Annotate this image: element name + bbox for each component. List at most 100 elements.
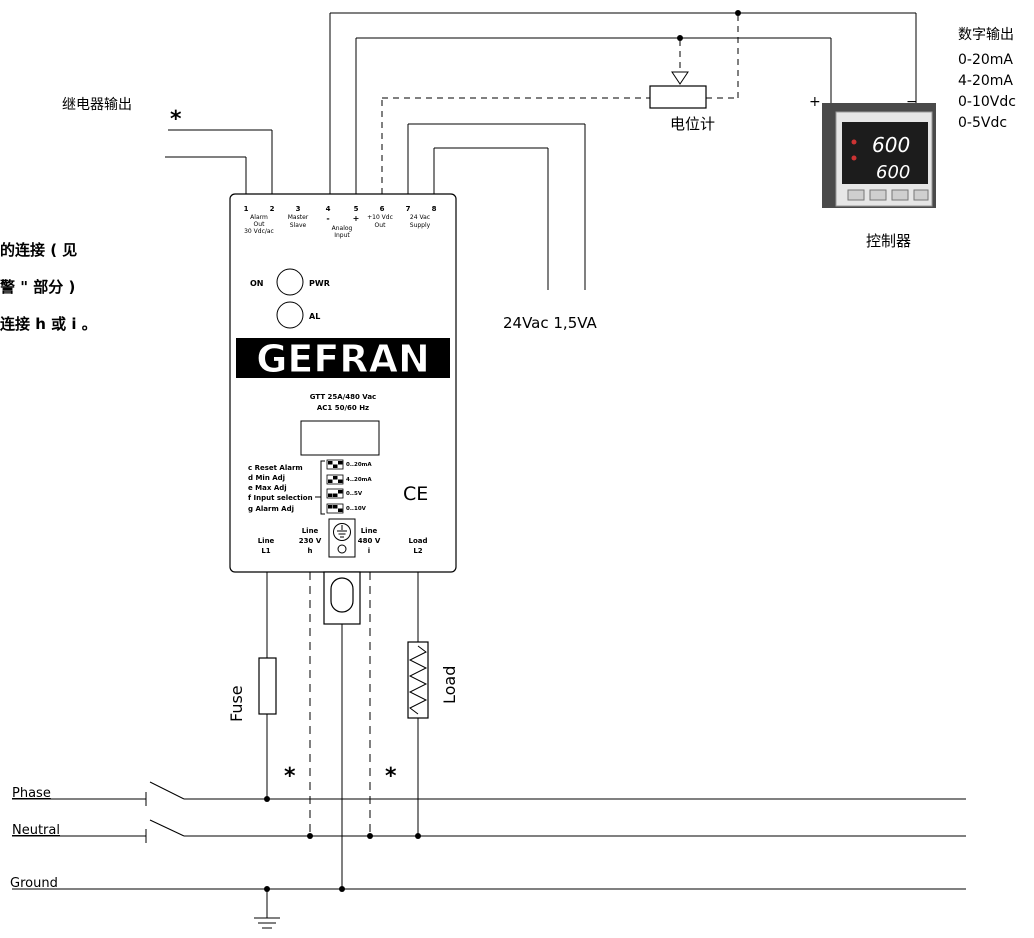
potentiometer <box>649 71 707 109</box>
ce-mark: CE <box>403 483 428 505</box>
junction-dot <box>264 886 270 892</box>
dip-switch-lever <box>338 461 343 465</box>
fuse-label: Fuse <box>227 685 246 722</box>
fuse-symbol <box>258 657 277 715</box>
dip-switch-lever <box>338 508 343 512</box>
alarm-adj-label: g Alarm Adj <box>248 505 294 513</box>
dip-label-0-20ma: 0..20mA <box>346 462 372 468</box>
phase-label: Phase <box>12 786 51 801</box>
master-slave-label-2: Slave <box>290 222 307 229</box>
potentiometer-wiring <box>381 13 739 194</box>
model-line-2: AC1 50/60 Hz <box>317 404 369 412</box>
junction-dot <box>677 35 683 41</box>
ground-connector-icon <box>337 544 347 554</box>
on-label: ON <box>250 279 264 288</box>
terminal-number-2: 2 <box>270 205 275 213</box>
ref-out-label-2: Out <box>375 222 387 229</box>
relay-output-star: * <box>170 107 182 132</box>
terminal-number-3: 3 <box>296 205 301 213</box>
alarm-out-label-3: 30 Vdc/ac <box>244 228 274 235</box>
line-h-label-1: Line <box>302 527 319 535</box>
master-slave-label-1: Master <box>288 214 309 221</box>
controller-plus-sign: + <box>809 94 821 110</box>
dip-switch-lever <box>333 464 338 468</box>
terminal-number-1: 1 <box>244 205 249 213</box>
terminal-number-8: 8 <box>432 205 437 213</box>
brand-logo: GEFRAN <box>256 337 430 381</box>
dip-switch-lever <box>338 490 343 494</box>
digital-output-label: 数字输出 <box>958 27 1014 43</box>
pwr-led-icon <box>276 268 304 296</box>
dip-switch-lever <box>338 479 343 483</box>
analog-input-label-2: Input <box>334 232 350 239</box>
relay-output-label: 继电器输出 <box>62 97 132 113</box>
terminal-number-4: 4 <box>326 205 331 213</box>
dip-switch-lever <box>333 505 338 509</box>
line-i-label-2: 480 V <box>358 537 381 545</box>
junction-dot <box>339 886 345 892</box>
ref-out-label-1: +10 Vdc <box>367 214 393 221</box>
alarm-out-label-1: Alarm <box>250 214 268 221</box>
load-l2-label-1: Load <box>408 537 427 545</box>
supply-label: 24Vac 1,5VA <box>503 314 598 332</box>
junction-dot <box>307 833 313 839</box>
brand-banner <box>236 338 450 378</box>
analog-plus: + <box>353 214 360 223</box>
junction-dot <box>415 833 421 839</box>
load-resistor-zigzag <box>408 645 428 715</box>
controller-display-2: 600 <box>876 162 910 183</box>
reset-alarm-label: c Reset Alarm <box>248 464 303 472</box>
dip-label-0-5v: 0..5V <box>346 491 363 497</box>
neutral-label: Neutral <box>12 823 60 838</box>
display-window <box>300 420 380 456</box>
al-label: AL <box>309 312 320 321</box>
side-note-line-3: 连接 h 或 i 。 <box>0 315 97 333</box>
range-0-5vdc: 0-5Vdc <box>958 115 1007 131</box>
dip-label-4-20ma: 4..20mA <box>346 477 372 483</box>
controller-display-1: 600 <box>872 133 910 157</box>
range-0-10vdc: 0-10Vdc <box>958 94 1016 110</box>
line-h-label-3: h <box>308 547 313 555</box>
ground-strap-slot <box>330 577 354 613</box>
dip-switch-lever <box>333 493 338 497</box>
fuse-star: * <box>284 764 296 789</box>
top-wiring <box>165 12 917 290</box>
dip-switch-lever <box>333 476 338 480</box>
controller-device: 600 600 <box>822 103 936 208</box>
line-h-label-2: 230 V <box>299 537 322 545</box>
min-adj-label: d Min Adj <box>248 474 285 482</box>
terminal-number-5: 5 <box>354 205 359 213</box>
dip-bracket <box>320 460 325 515</box>
line-h-i-wiring <box>309 572 371 836</box>
supply-in-label-1: 24 Vac <box>410 214 430 221</box>
range-4-20ma: 4-20mA <box>958 73 1013 89</box>
terminal-number-7: 7 <box>406 205 411 213</box>
dip-switch-lever <box>328 479 333 483</box>
max-adj-label: e Max Adj <box>248 484 287 492</box>
supply-in-label-2: Supply <box>410 222 431 229</box>
load-label: Load <box>440 666 459 704</box>
input-selection-label: f Input selection <box>248 494 313 502</box>
ground-label: Ground <box>10 876 58 891</box>
analog-input-label-1: Analog <box>332 225 353 232</box>
al-led-icon <box>276 301 304 329</box>
load-star: * <box>385 764 397 789</box>
line-i-label-1: Line <box>361 527 378 535</box>
dip-switch-lever <box>328 461 333 465</box>
bottom-wiring <box>12 572 966 929</box>
junction-dot <box>735 10 741 16</box>
controller-label: 控制器 <box>866 232 911 250</box>
dip-label-0-10v: 0..10V <box>346 506 367 512</box>
side-note-line-2: 警 " 部分 ) <box>0 278 75 296</box>
line-i-label-3: i <box>368 547 370 555</box>
line-l1-label-2: L1 <box>261 547 270 555</box>
dip-switch-lever <box>328 505 333 509</box>
load-l2-label-2: L2 <box>413 547 422 555</box>
dip-switch-group <box>326 459 344 514</box>
dip-switch-lever <box>328 493 333 497</box>
ground-symbol-icon <box>333 523 351 541</box>
side-note-line-1: 的连接 ( 见 <box>0 241 77 259</box>
